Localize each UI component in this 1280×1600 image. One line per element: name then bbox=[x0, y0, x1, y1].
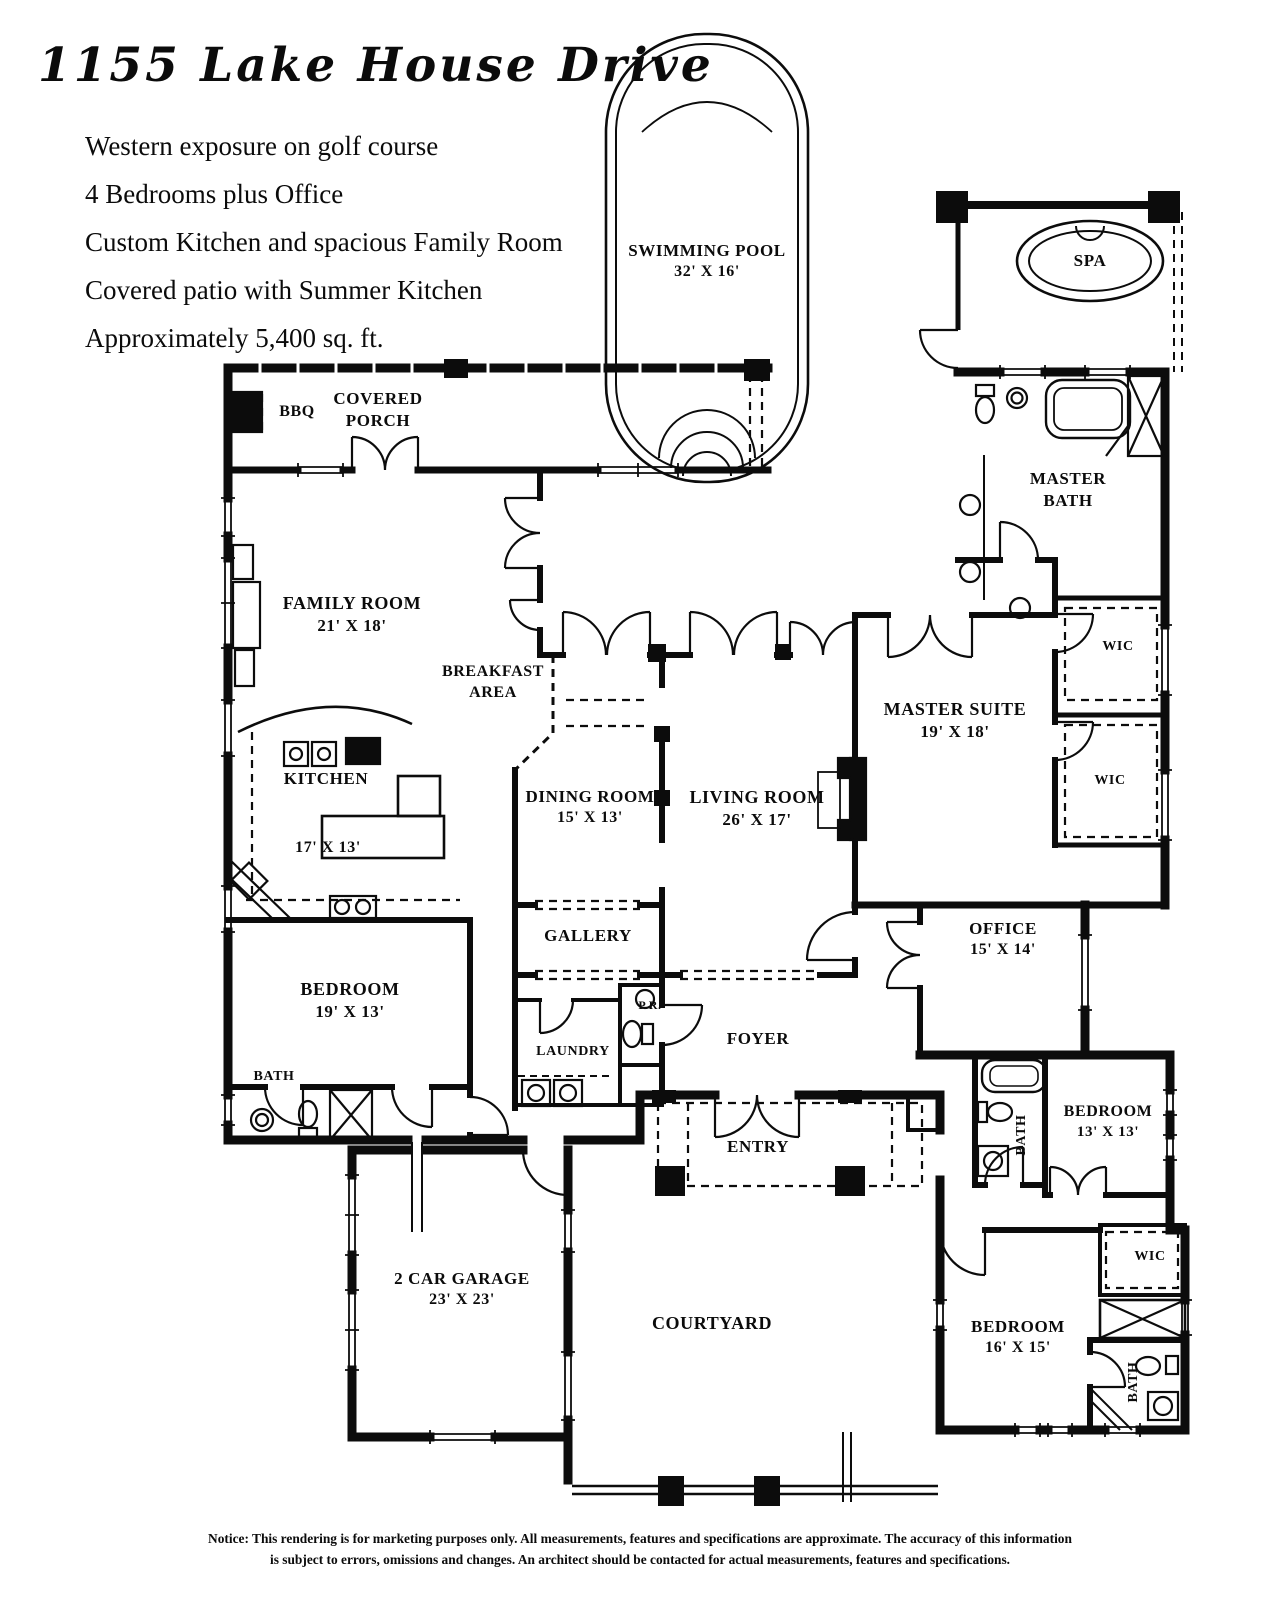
feature-item: Western exposure on golf course bbox=[85, 131, 439, 161]
doors bbox=[263, 328, 1127, 1389]
room-label-wic-lower: WIC bbox=[1094, 773, 1126, 788]
page-title: 1155 Lake House Drive bbox=[38, 38, 714, 93]
room-label-bedroom-right: BEDROOM 13' X 13' bbox=[1063, 1103, 1153, 1140]
feature-item: Covered patio with Summer Kitchen bbox=[85, 275, 483, 305]
room-label-powder-room: P.R. bbox=[638, 998, 662, 1012]
disclaimer-notice: Notice: This rendering is for marketing … bbox=[80, 1528, 1200, 1571]
room-label-dining-room: DINING ROOM 15' X 13' bbox=[525, 787, 655, 827]
room-label-family-room: FAMILY ROOM 21' X 18' bbox=[282, 593, 422, 636]
room-label-gallery: GALLERY bbox=[544, 926, 632, 945]
room-label-master-suite: MASTER SUITE 19' X 18' bbox=[883, 699, 1027, 742]
disclaimer-line: Notice: This rendering is for marketing … bbox=[208, 1531, 1072, 1546]
feature-item: Approximately 5,400 sq. ft. bbox=[85, 323, 384, 353]
room-label-foyer: FOYER bbox=[726, 1029, 790, 1048]
feature-list: Western exposure on golf course 4 Bedroo… bbox=[85, 122, 563, 362]
room-label-kitchen: KITCHEN bbox=[283, 769, 369, 788]
room-label-wic-bedroom: WIC bbox=[1134, 1249, 1166, 1264]
room-label-bedroom-left: BEDROOM 19' X 13' bbox=[300, 979, 400, 1022]
room-label-laundry: LAUNDRY bbox=[536, 1044, 610, 1059]
room-label-wic-upper: WIC bbox=[1102, 639, 1134, 654]
room-label-bedroom-lower: BEDROOM 16' X 15' bbox=[971, 1317, 1065, 1357]
windows bbox=[221, 365, 1192, 1444]
room-label-garage: 2 CAR GARAGE 23' X 23' bbox=[394, 1269, 530, 1309]
dashed-features bbox=[246, 374, 1180, 1290]
posts bbox=[444, 191, 1180, 1506]
spa-shape bbox=[945, 201, 1183, 372]
room-label-bath-lower: BATH bbox=[1125, 1361, 1141, 1403]
feature-item: 4 Bedrooms plus Office bbox=[85, 179, 344, 209]
room-label-courtyard: COURTYARD bbox=[651, 1313, 773, 1333]
fixtures bbox=[227, 374, 1187, 1502]
room-label-office: OFFICE 15' X 14' bbox=[969, 919, 1037, 959]
room-label-kitchen-dims: 17' X 13' bbox=[295, 839, 361, 856]
room-label-living-room: LIVING ROOM 26' X 17' bbox=[689, 787, 825, 830]
room-label-bath-left: BATH bbox=[253, 1069, 295, 1084]
room-label-swimming-pool: SWIMMING POOL 32' X 16' bbox=[628, 241, 786, 281]
interior-walls bbox=[225, 467, 1188, 1433]
room-label-bath-right: BATH bbox=[1013, 1114, 1029, 1156]
feature-item: Custom Kitchen and spacious Family Room bbox=[85, 227, 563, 257]
exterior-walls bbox=[223, 363, 1190, 1485]
room-label-bbq: BBQ bbox=[279, 403, 315, 420]
room-label-breakfast-area: BREAKFAST AREA bbox=[441, 663, 544, 701]
room-label-entry: ENTRY bbox=[727, 1137, 789, 1156]
disclaimer-line: is subject to errors, omissions and chan… bbox=[269, 1552, 1011, 1568]
room-label-covered-porch: COVERED PORCH bbox=[333, 389, 423, 431]
room-label-master-bath: MASTER BATH bbox=[1029, 469, 1107, 511]
room-label-spa: SPA bbox=[1073, 251, 1107, 270]
